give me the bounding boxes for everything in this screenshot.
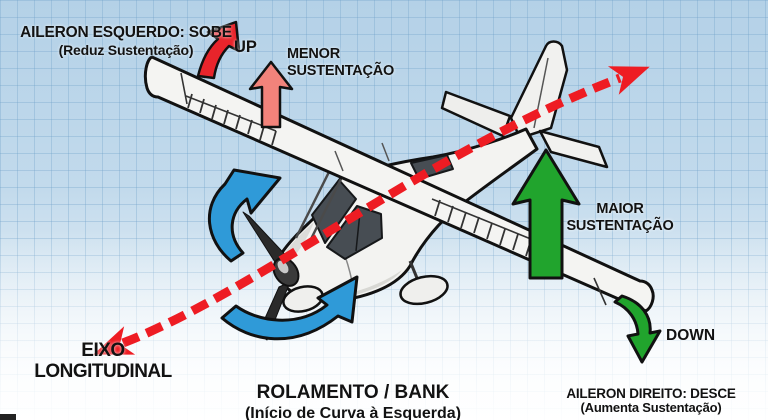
corner-mark	[0, 414, 16, 420]
label-aileron-right: AILERON DIREITO: DESCE (Aumenta Sustenta…	[550, 370, 752, 420]
label-roll-bank: ROLAMENTO / BANK (Início de Curva à Esqu…	[223, 362, 483, 420]
aileron-right-subtitle: (Aumenta Sustentação)	[580, 400, 722, 416]
label-aileron-left: AILERON ESQUERDO: SOBE (Reduz Sustentaçã…	[15, 7, 237, 75]
aileron-right-title: AILERON DIREITO: DESCE	[566, 385, 736, 401]
aileron-right-down-arrow	[613, 294, 662, 364]
longitudinal-axis-line	[93, 66, 650, 355]
label-more-lift: MAIOR SUSTENTAÇÃO	[566, 201, 674, 234]
left-stabilizer	[440, 90, 512, 138]
main-wheel	[399, 274, 449, 306]
label-down: DOWN	[666, 327, 716, 344]
roll-title: ROLAMENTO / BANK	[256, 381, 450, 403]
aileron-left-subtitle: (Reduz Sustentação)	[58, 42, 194, 59]
label-longitudinal-axis: EIXO LONGITUDINAL	[34, 340, 172, 383]
aileron-left-title: AILERON ESQUERDO: SOBE	[20, 24, 232, 42]
roll-subtitle: (Início de Curva à Esquerda)	[244, 404, 462, 420]
label-up: UP	[234, 38, 257, 56]
label-less-lift: MENOR SUSTENTAÇÃO	[287, 46, 395, 79]
vertical-fin	[509, 40, 569, 140]
